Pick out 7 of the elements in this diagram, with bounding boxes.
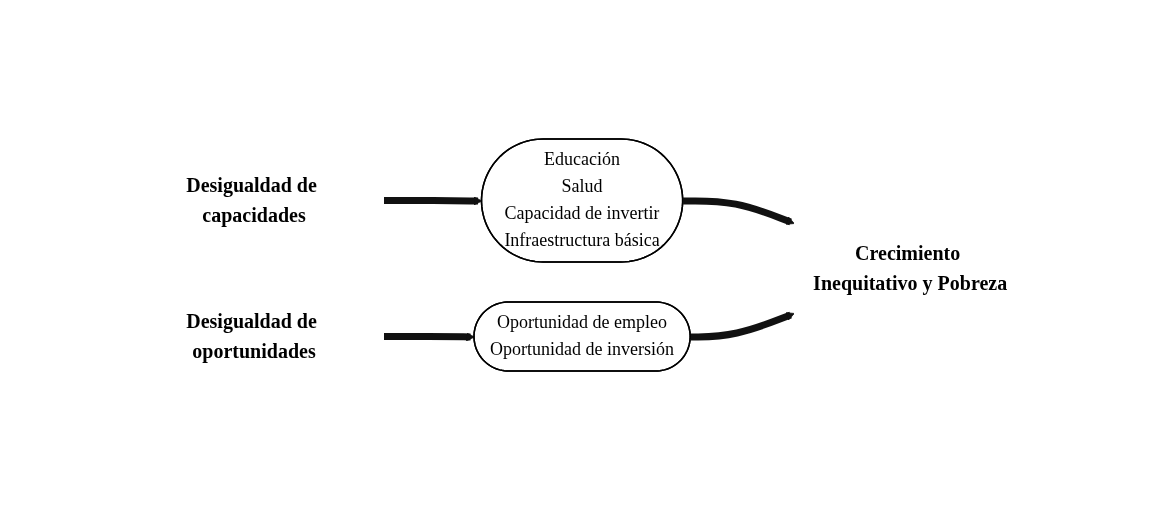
arrow	[683, 197, 795, 226]
node-text: Desigualdad de oportunidades	[186, 310, 317, 363]
arrow	[383, 332, 475, 342]
node-text: Crecimiento Inequitativo y Pobreza	[813, 242, 1008, 295]
arrow	[383, 196, 483, 206]
node-text: Desigualdad de capacidades	[186, 174, 317, 227]
arrow	[690, 311, 795, 341]
